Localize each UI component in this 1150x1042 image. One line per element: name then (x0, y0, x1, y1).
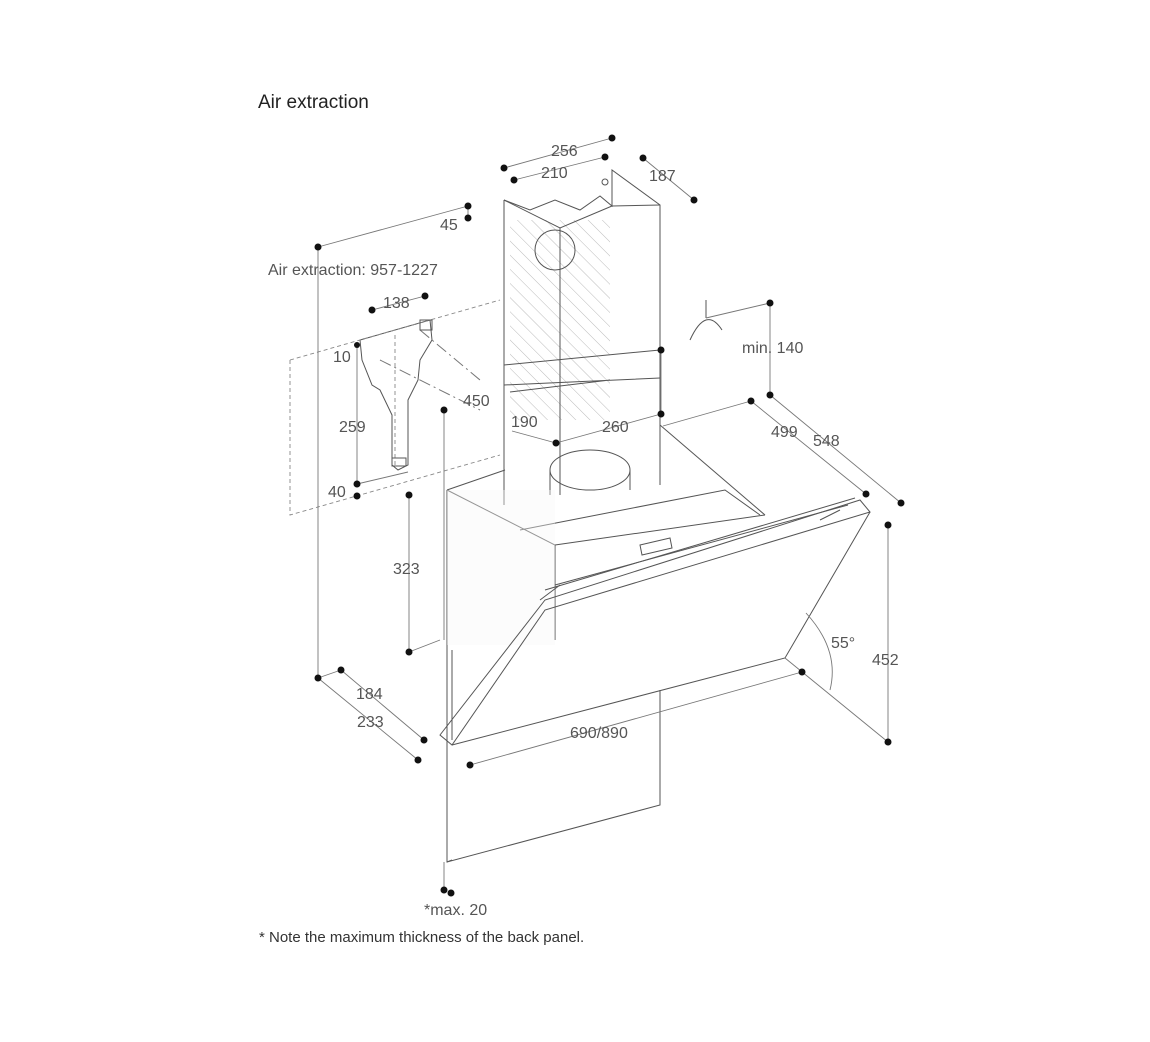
dimension-points (314, 134, 905, 897)
label-450: 450 (463, 393, 490, 410)
label-138: 138 (383, 295, 410, 312)
label-45: 45 (440, 217, 458, 234)
diagram-title: Air extraction (258, 92, 369, 113)
label-256: 256 (551, 143, 578, 160)
back-panel (446, 645, 661, 863)
label-min-140: min. 140 (742, 340, 803, 357)
label-548: 548 (813, 433, 840, 450)
label-max-20: *max. 20 (424, 902, 487, 919)
label-10: 10 (333, 349, 351, 366)
label-259: 259 (339, 419, 366, 436)
label-55-degrees: 55° (831, 635, 855, 652)
label-323: 323 (393, 561, 420, 578)
label-452: 452 (872, 652, 899, 669)
label-260: 260 (602, 419, 629, 436)
hood-body (446, 424, 766, 645)
label-187: 187 (649, 168, 676, 185)
chimney (503, 169, 661, 505)
glass-front-panel (439, 497, 871, 746)
label-210: 210 (541, 165, 568, 182)
label-air-extraction: Air extraction: 957-1227 (268, 262, 438, 279)
wall-bracket (289, 299, 501, 516)
label-690-890: 690/890 (570, 725, 628, 742)
label-190: 190 (511, 414, 538, 431)
dimension-labels: 256 210 187 45 Air extraction: 957-1227 … (268, 143, 899, 919)
label-184: 184 (356, 686, 383, 703)
footnote: * Note the maximum thickness of the back… (259, 929, 585, 946)
label-499: 499 (771, 424, 798, 441)
dimension-lines (317, 137, 902, 893)
ceiling-symbol (689, 300, 771, 341)
label-40: 40 (328, 484, 346, 501)
label-233: 233 (357, 714, 384, 731)
